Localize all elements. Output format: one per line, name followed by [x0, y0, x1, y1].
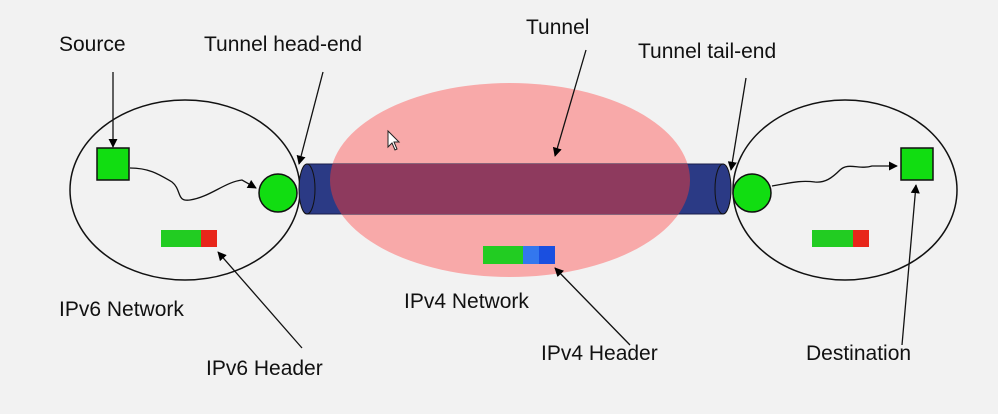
ipv4-header-arrow — [554, 267, 631, 346]
tunnel-tail-end-label: Tunnel tail-end — [638, 40, 777, 63]
destination-arrow — [901, 184, 920, 346]
tunnel-tail-end-arrow — [727, 77, 747, 171]
ipv6-network-label: IPv6 Network — [59, 298, 184, 321]
mouse-cursor-icon — [387, 129, 401, 151]
ipv4-network-label: IPv4 Network — [404, 290, 529, 313]
tunnel-head-end-router-icon — [258, 173, 298, 213]
tunnel-arrow — [552, 49, 587, 157]
ipv6-packet-right — [812, 230, 869, 247]
tunnel-tail-end-router-icon — [732, 173, 772, 213]
tunnel-head-end-arrow — [296, 71, 324, 165]
ipv6-packet-left — [161, 230, 217, 247]
ipv6-header-label: IPv6 Header — [206, 357, 323, 380]
packet-path-left — [129, 167, 257, 201]
ipv4-encapsulated-packet — [483, 246, 555, 264]
tunnel-tube — [298, 163, 732, 215]
source-label: Source — [59, 33, 126, 56]
destination-label: Destination — [806, 342, 912, 365]
packet-path-right — [771, 161, 898, 187]
ipv6-header-arrow — [217, 251, 303, 349]
ipv4-header-label: IPv4 Header — [541, 342, 658, 365]
tunnel-label: Tunnel — [526, 16, 590, 39]
source-node-icon — [96, 147, 130, 181]
tunnel-head-end-label: Tunnel head-end — [204, 33, 363, 56]
destination-node-icon — [900, 147, 934, 181]
